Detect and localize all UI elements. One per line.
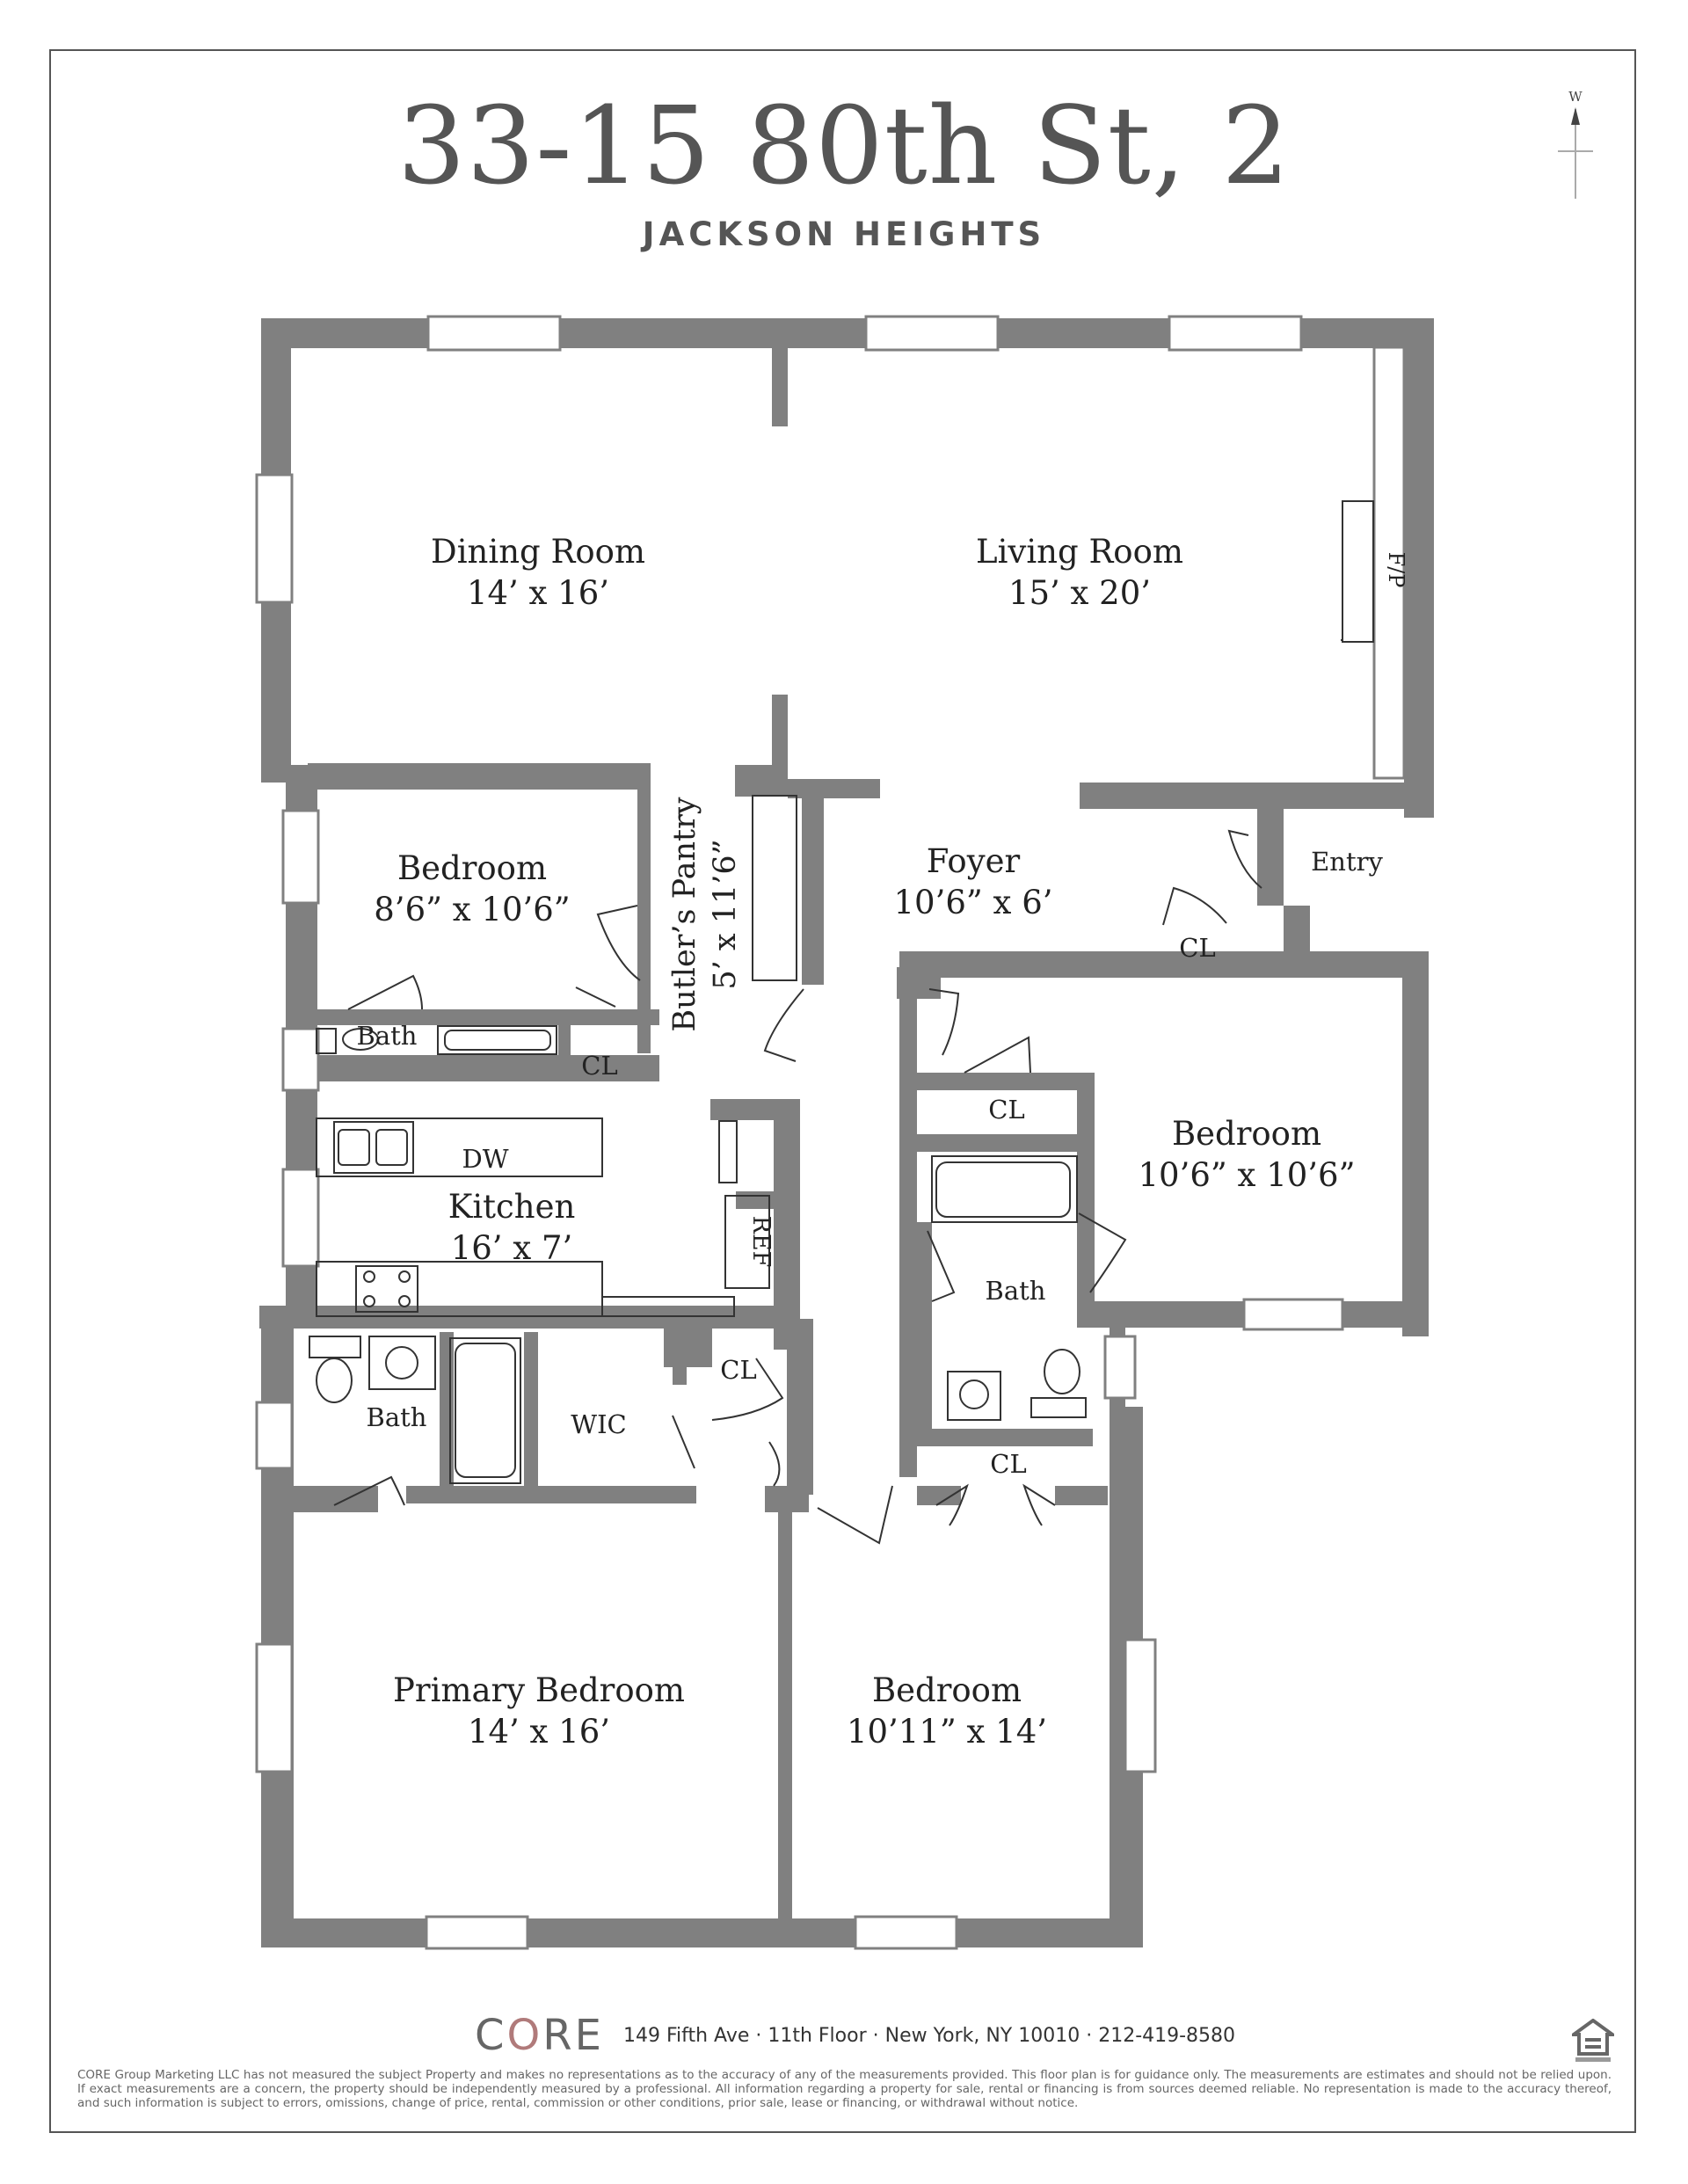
windows [255, 315, 1406, 1950]
dining-room-name: Dining Room [431, 533, 645, 571]
logo-o: O [506, 2011, 543, 2060]
foyer-name: Foyer [927, 842, 1021, 880]
fixtures [309, 500, 1374, 1545]
dining-room-size: 14’ x 16’ [467, 574, 609, 612]
footer-row: CORE 149 Fifth Ave · 11th Floor · New Yo… [475, 2009, 1235, 2062]
core-logo: CORE [475, 2011, 604, 2060]
walk-in-closet-label: WIC [571, 1409, 626, 1439]
neighborhood-subtitle: JACKSON HEIGHTS [642, 215, 1046, 253]
primary-bedroom-size: 14’ x 16’ [468, 1713, 610, 1751]
compass-icon: W [1558, 89, 1593, 199]
bedroom-nw-name: Bedroom [397, 849, 547, 887]
living-room-size: 15’ x 20’ [1008, 574, 1151, 612]
kitchen-size: 16’ x 7’ [451, 1229, 573, 1267]
primary-bedroom-name: Primary Bedroom [393, 1671, 685, 1709]
compass-letter: W [1568, 89, 1582, 105]
bedroom-nw-size: 8’6” x 10’6” [374, 891, 570, 928]
bedroom-se-size: 10’11” x 14’ [847, 1713, 1047, 1751]
bath-primary-label: Bath [367, 1402, 427, 1432]
butlers-pantry-size: 5’ x 11’6” [708, 839, 743, 989]
kitchen-name: Kitchen [448, 1188, 576, 1226]
closet-hall-label: CL [720, 1355, 756, 1385]
living-room-name: Living Room [976, 533, 1183, 571]
closet-nw-label: CL [581, 1051, 617, 1081]
closet-se-label: CL [990, 1449, 1026, 1479]
closet-ne-label: CL [988, 1095, 1024, 1125]
equal-housing-icon [1572, 2019, 1614, 2062]
page-title: 33-15 80th St, 2 [397, 84, 1291, 208]
foyer-size: 10’6” x 6’ [894, 884, 1053, 921]
bedroom-se-name: Bedroom [872, 1671, 1022, 1709]
legal-disclaimer: CORE Group Marketing LLC has not measure… [77, 2068, 1612, 2110]
room-labels: Dining Room 14’ x 16’ Living Room 15’ x … [357, 533, 1408, 1751]
refrigerator-label: REF [747, 1216, 775, 1268]
bedroom-ne-name: Bedroom [1172, 1115, 1321, 1153]
butlers-pantry-name: Butler’s Pantry [667, 797, 702, 1031]
dishwasher-label: DW [462, 1144, 508, 1174]
fireplace-label: F/P [1384, 552, 1408, 588]
logo-c: C [475, 2011, 507, 2060]
page-frame [49, 49, 1636, 2133]
office-address: 149 Fifth Ave · 11th Floor · New York, N… [622, 2024, 1236, 2047]
logo-re: RE [542, 2011, 604, 2060]
foyer-closet-label: CL [1179, 933, 1215, 963]
entry-label: Entry [1311, 847, 1383, 877]
bath-nw-label: Bath [357, 1021, 418, 1051]
bath-east-label: Bath [986, 1276, 1046, 1306]
bedroom-ne-size: 10’6” x 10’6” [1139, 1156, 1356, 1194]
